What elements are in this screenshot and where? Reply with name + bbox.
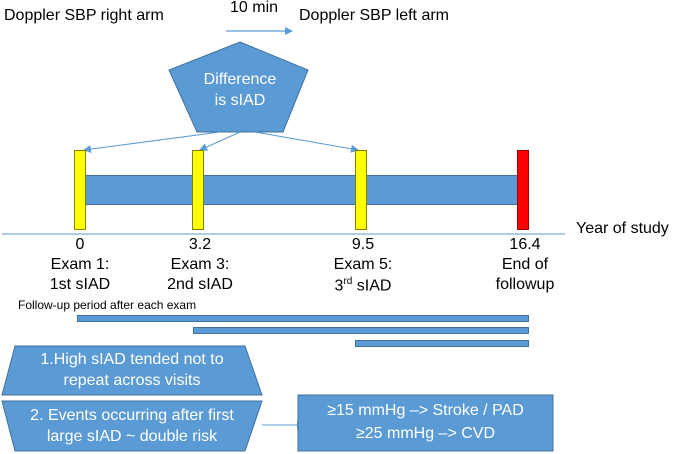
arrow-to-exam5 — [254, 131, 359, 153]
timepoint-1-value: 0 — [75, 236, 85, 253]
end-marker — [517, 150, 529, 230]
arrow-to-exam1 — [83, 131, 221, 154]
timepoint-1-line2: 1st sIAD — [49, 276, 111, 293]
timepoint-3-value: 9.5 — [351, 236, 375, 253]
arrow-to-exam3 — [199, 131, 241, 151]
followup-bar-exam3 — [193, 327, 529, 334]
timepoint-3-line2: 3rd sIAD — [321, 276, 405, 295]
followup-bar-exam1 — [77, 315, 529, 322]
finding-2-line2: large sIAD ~ double risk — [46, 428, 218, 445]
timepoint-4-value: 16.4 — [509, 236, 541, 253]
timepoint-2-line2: 2nd sIAD — [167, 276, 233, 293]
thresholds-box — [297, 394, 554, 452]
left-arm-label: Doppler SBP left arm — [299, 7, 449, 24]
exam1-marker — [74, 150, 86, 230]
timepoint-2-line1: Exam 3: — [170, 256, 230, 273]
exam3-marker — [192, 150, 204, 230]
ordinal-suffix: rd — [343, 276, 353, 287]
timepoint-1-line1: Exam 1: — [50, 256, 110, 273]
pentagon-line1: Difference — [203, 71, 277, 88]
pentagon-line2: is sIAD — [214, 92, 266, 109]
interval-label: 10 min — [230, 0, 279, 16]
finding-shape-2 — [1, 400, 263, 452]
threshold-line2: ≥25 mmHg –> CVD — [355, 425, 496, 442]
finding-2-line1: 2. Events occurring after first — [30, 407, 234, 424]
study-timeline-bar — [84, 175, 526, 205]
followup-title: Follow-up period after each exam — [18, 298, 197, 312]
finding-shape-1 — [1, 345, 263, 396]
finding-1-line2: repeat across visits — [63, 372, 201, 389]
timepoint-3-line1: Exam 5: — [333, 256, 393, 273]
exam5-marker — [355, 150, 367, 230]
followup-bar-exam5 — [355, 340, 529, 347]
finding-1-line1: 1.High sIAD tended not to — [40, 351, 224, 368]
timepoint-2-value: 3.2 — [188, 236, 212, 253]
ordinal-base: 3 — [334, 277, 344, 295]
timepoint-4-line2: followup — [495, 276, 555, 293]
timepoint-4-line1: End of — [501, 256, 549, 273]
axis-label: Year of study — [576, 220, 669, 237]
threshold-line1: ≥15 mmHg –> Stroke / PAD — [327, 402, 524, 419]
ordinal-rest: sIAD — [352, 277, 392, 295]
right-arm-label: Doppler SBP right arm — [4, 7, 164, 24]
